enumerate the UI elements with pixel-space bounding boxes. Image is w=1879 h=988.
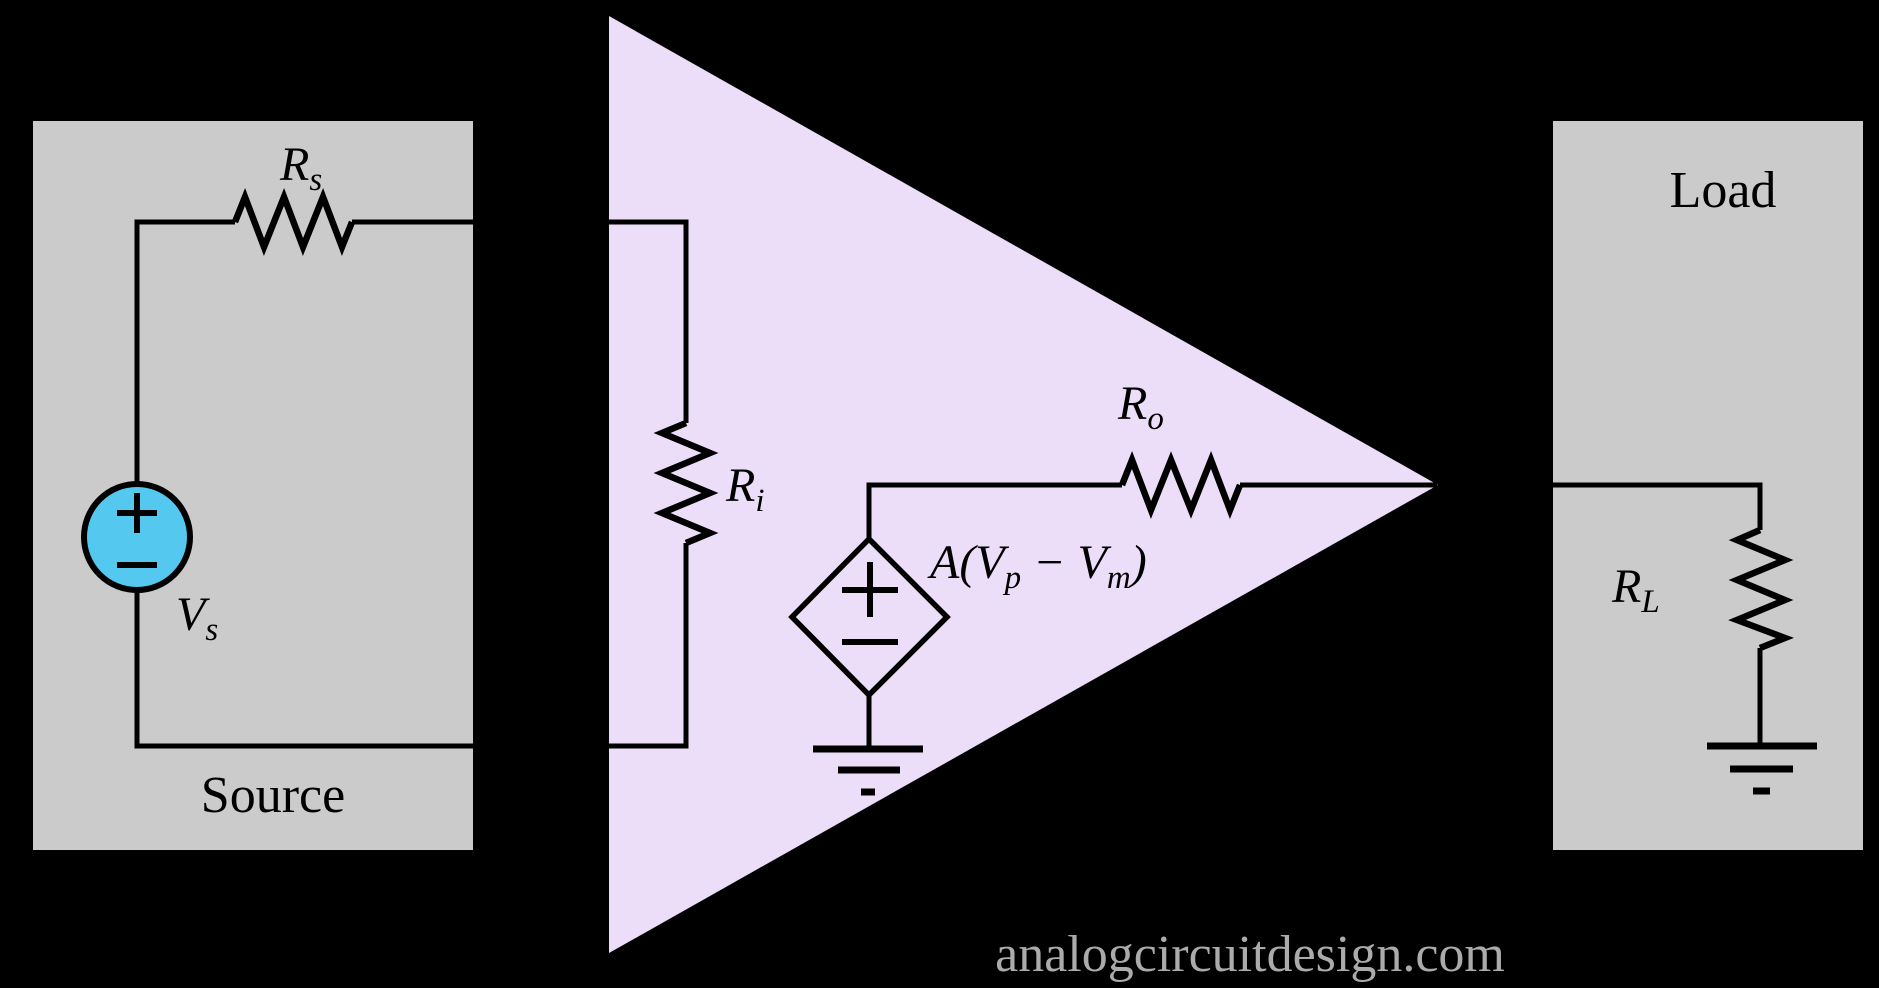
ground-icon [1707,742,1817,795]
source-bottom-wire [134,590,473,749]
gain-label: A(Vp − Vm) [927,536,1147,596]
plus-icon [842,562,898,617]
ground-icon [813,745,923,796]
vs-label: Vs [176,588,218,648]
amplifier-circuit [609,219,1437,796]
rs-label: Rs [279,138,322,198]
rl-label: RL [1611,560,1660,620]
source-circuit [81,188,473,749]
plus-icon [117,493,157,533]
source-top-wire [134,219,235,484]
source-block-title: Source [201,767,345,824]
vs-voltage-source [81,481,193,593]
amp-input-top-wire [609,219,689,423]
rs-resistor [231,188,356,256]
ri-label: Ri [725,459,765,519]
load-circuit [1553,482,1817,795]
load-block-title: Load [1670,162,1777,219]
amp-output-left-wire [866,482,1122,538]
load-input-wire [1553,482,1763,530]
ro-label: Ro [1117,377,1164,437]
rl-resistor [1728,527,1794,652]
source-box [33,121,473,850]
ro-resistor [1118,451,1244,519]
ri-resistor [653,420,719,546]
amp-input-bottom-wire [609,543,689,749]
watermark-text: analogcircuitdesign.com [995,926,1505,983]
